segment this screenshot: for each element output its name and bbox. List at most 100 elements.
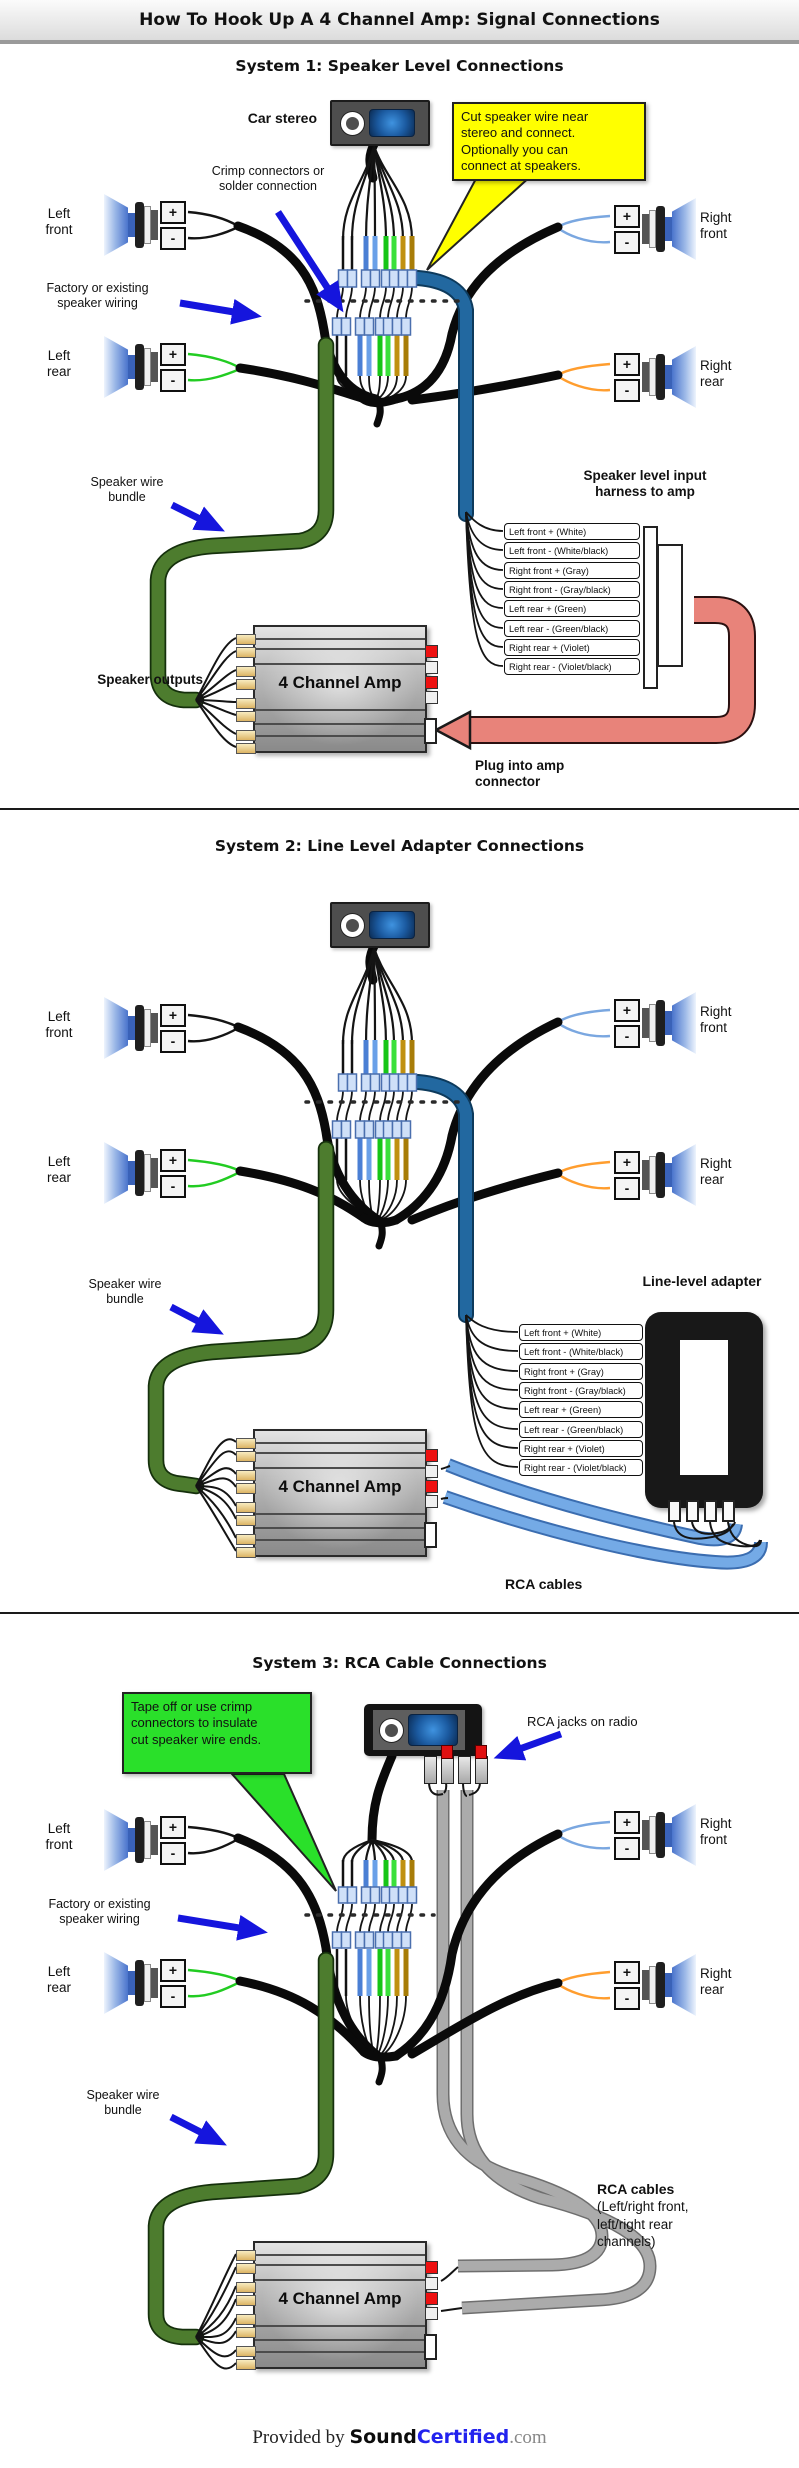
minus-terminal: -	[160, 1174, 186, 1198]
stereo-display	[369, 911, 415, 939]
section-speaker-level: System 1: Speaker Level Connections Car …	[0, 44, 799, 808]
wire-label: Left front + (White)	[504, 523, 640, 540]
radio-rca-jack-red	[441, 1745, 453, 1759]
page-title: How To Hook Up A 4 Channel Amp: Signal C…	[139, 10, 660, 30]
brand-certified: Certified	[416, 2426, 510, 2448]
left-rear-speaker: +-	[104, 336, 188, 398]
volume-knob	[341, 913, 364, 937]
speaker-cone-icon	[672, 992, 696, 1054]
wire-label: Right front + (Gray)	[504, 562, 640, 579]
minus-terminal: -	[614, 1176, 640, 1200]
plus-terminal: +	[160, 1958, 186, 1982]
speaker-cone-icon	[104, 1142, 128, 1204]
rca-input-red	[425, 1449, 438, 1462]
rca-cables-label: RCA cables	[505, 1576, 583, 1592]
wire-label: Right rear + (Violet)	[504, 639, 640, 656]
speaker-cone-icon	[672, 1804, 696, 1866]
rca-input-white	[425, 2277, 438, 2290]
wire-label: Right rear - (Violet/black)	[519, 1459, 643, 1476]
plus-terminal: +	[614, 352, 640, 376]
wire-label: Right front - (Gray/black)	[504, 581, 640, 598]
wire-label: Right rear + (Violet)	[519, 1440, 643, 1457]
stereo-display	[408, 1714, 458, 1746]
wire-label: Left rear - (Green/black)	[504, 620, 640, 637]
radio-rca-jack	[424, 1756, 437, 1784]
wiring-layer-2	[147, 939, 768, 1570]
left-rear-speaker: +-	[104, 1142, 188, 1204]
speaker-cone-icon	[104, 1809, 128, 1871]
wire-label: Left rear + (Green)	[519, 1401, 643, 1418]
brand-sound: Sound	[349, 2426, 417, 2448]
right-front-speaker: +-	[612, 198, 696, 260]
footer-credit: Provided by SoundCertified.com	[0, 2426, 799, 2449]
amp-harness-socket	[424, 2334, 437, 2360]
minus-terminal: -	[614, 1024, 640, 1048]
crimp-connectors-label: Crimp connectors or solder connection	[211, 164, 325, 193]
wire-label: Right rear - (Violet/black)	[504, 658, 640, 675]
adapter-window	[680, 1340, 728, 1475]
plus-terminal: +	[160, 1148, 186, 1172]
wire-label: Left front - (White/black)	[504, 542, 640, 559]
wiring-layer-1	[149, 137, 756, 751]
minus-terminal: -	[614, 1836, 640, 1860]
wire-label: Right front + (Gray)	[519, 1363, 643, 1380]
rca-output-red	[425, 676, 438, 689]
minus-terminal: -	[614, 378, 640, 402]
rca-output-white	[425, 661, 438, 674]
minus-terminal: -	[160, 1029, 186, 1053]
right-rear-speaker: +-	[612, 346, 696, 408]
four-channel-amp: 4 Channel Amp	[236, 1429, 438, 1558]
section-line-level: System 2: Line Level Adapter Connections…	[0, 808, 799, 1612]
adapter-rca-jack	[704, 1500, 717, 1522]
rca-input-white	[425, 2307, 438, 2320]
minus-terminal: -	[160, 226, 186, 250]
plus-terminal: +	[614, 204, 640, 228]
adapter-title: Line-level adapter	[642, 1273, 762, 1289]
provided-by-text: Provided by	[252, 2427, 350, 2448]
speaker-cone-icon	[104, 336, 128, 398]
minus-terminal: -	[160, 368, 186, 392]
plus-terminal: +	[160, 342, 186, 366]
plus-terminal: +	[614, 1810, 640, 1834]
rca-input-white	[425, 1465, 438, 1478]
radio-rca-jack	[475, 1756, 488, 1784]
left-front-speaker: +-	[104, 1809, 188, 1871]
harness-connector-body	[657, 544, 683, 667]
minus-terminal: -	[614, 1986, 640, 2010]
section2-title: System 2: Line Level Adapter Connections	[214, 837, 585, 855]
volume-knob	[380, 1718, 403, 1742]
plus-terminal: +	[160, 1003, 186, 1027]
right-rear-speaker: +-	[612, 1954, 696, 2016]
car-stereo-label: Car stereo	[247, 110, 317, 126]
speaker-outputs-label: Speaker outputs	[97, 672, 203, 687]
section1-title: System 1: Speaker Level Connections	[235, 57, 564, 75]
plus-terminal: +	[614, 998, 640, 1022]
amp-label: 4 Channel Amp	[278, 673, 402, 692]
amp-harness-socket	[424, 1522, 437, 1548]
car-stereo	[330, 100, 430, 146]
rca-input-red	[425, 1480, 438, 1493]
car-stereo	[330, 902, 430, 948]
amp-label: 4 Channel Amp	[278, 1477, 402, 1496]
speaker-cone-icon	[672, 1144, 696, 1206]
tape-off-callout: Tape off or use crimp connectors to insu…	[122, 1692, 312, 1774]
stereo-display	[369, 109, 415, 137]
rca-jacks-on-radio-label: RCA jacks on radio	[527, 1714, 638, 1729]
speaker-cone-icon	[672, 198, 696, 260]
minus-terminal: -	[614, 230, 640, 254]
minus-terminal: -	[160, 1841, 186, 1865]
speaker-cone-icon	[104, 194, 128, 256]
brand-domain: .com	[509, 2427, 547, 2448]
left-front-speaker: +-	[104, 997, 188, 1059]
